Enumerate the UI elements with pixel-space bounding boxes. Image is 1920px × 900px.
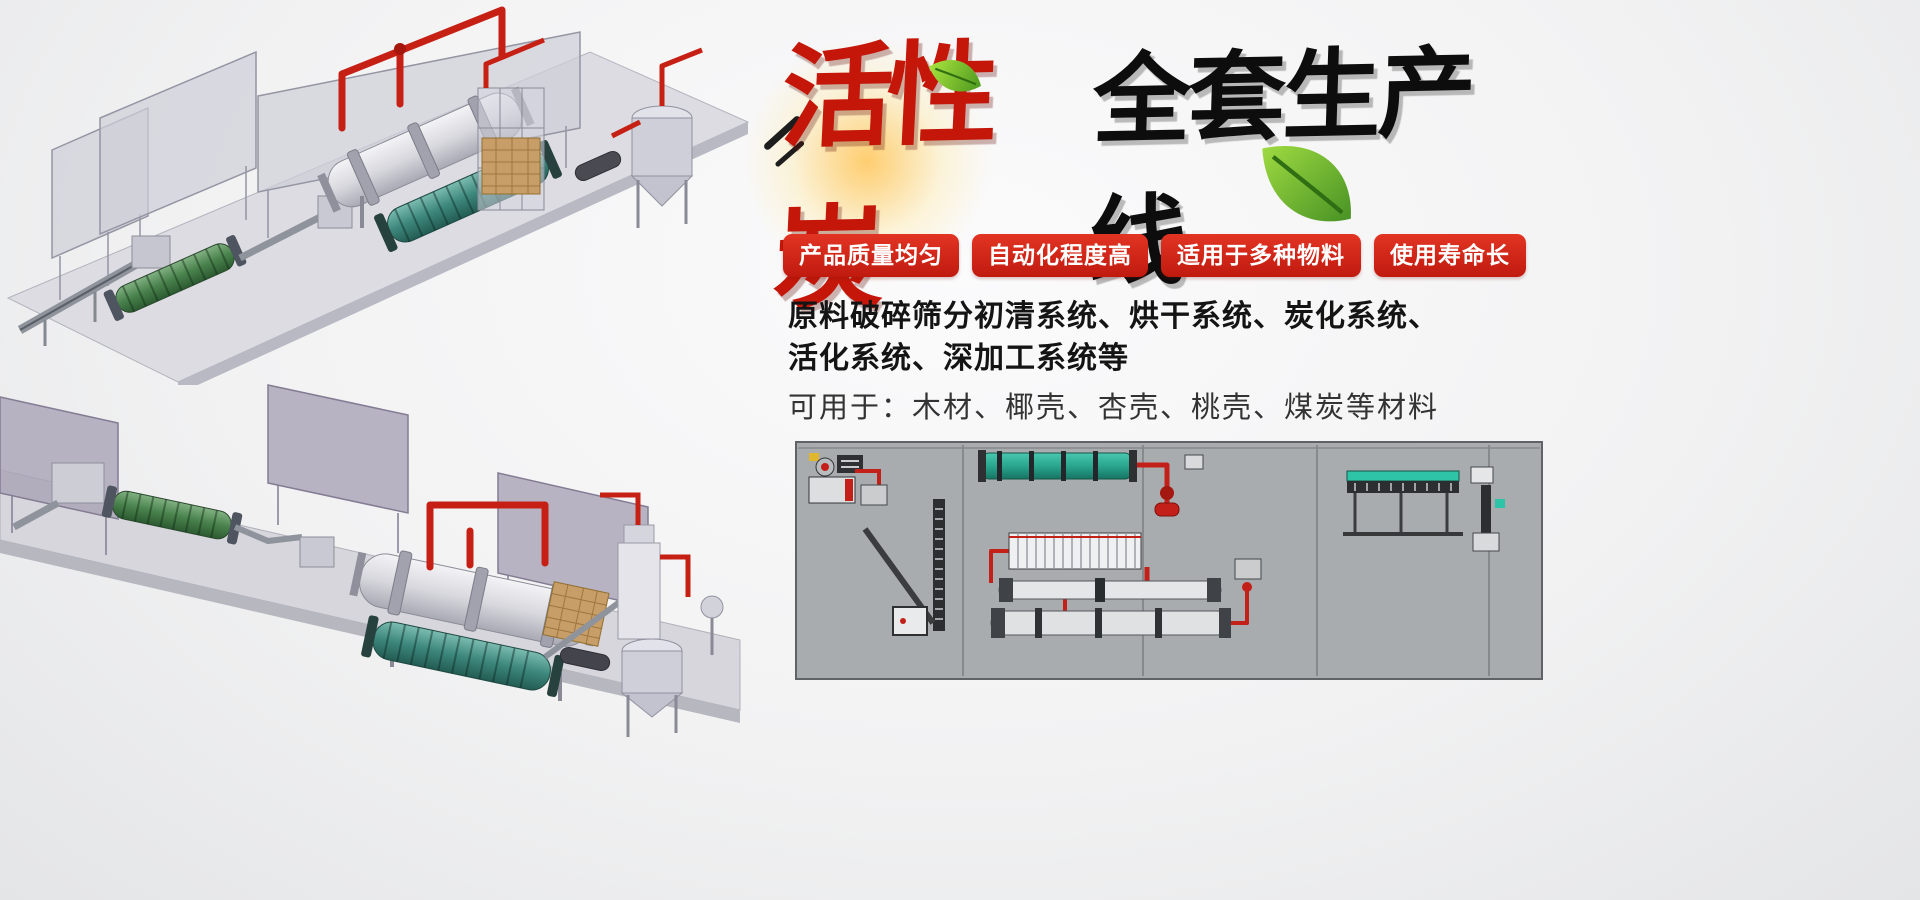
badge-automation-level: 自动化程度高 <box>972 234 1148 277</box>
platform-front-edge <box>178 122 748 385</box>
crusher-hopper <box>131 235 171 269</box>
badge-product-quality: 产品质量均匀 <box>783 234 959 277</box>
badge-service-life: 使用寿命长 <box>1374 234 1526 277</box>
cyclone-vessel-cluster <box>574 47 703 228</box>
side-box <box>1234 558 1262 580</box>
cooling-drum-small <box>574 150 622 182</box>
deep-processing-tower <box>600 492 691 640</box>
leaf-icon-large <box>1262 146 1351 222</box>
transfer-conveyor <box>238 208 332 262</box>
control-box <box>892 606 928 636</box>
dryer-cylinder-teal <box>978 450 1137 482</box>
red-process-pipes <box>426 501 549 571</box>
mid-hopper <box>299 536 335 568</box>
production-line-layout-diagram <box>795 441 1543 680</box>
wall-panels <box>51 31 581 300</box>
feed-hopper <box>51 462 105 504</box>
title-text-red: 活性炭 <box>771 31 995 323</box>
rotary-cylinder-1 <box>998 578 1222 602</box>
banner-title: 活性炭 全套生产线 <box>739 31 1549 323</box>
crusher-station <box>808 453 888 506</box>
packing-conveyor-section <box>1343 466 1505 552</box>
activation-drum-teal <box>361 615 565 697</box>
materials-line: 可用于：木材、椰壳、杏壳、桃壳、煤炭等材料 <box>788 392 1440 424</box>
carbonization-furnace-plates <box>1008 532 1142 570</box>
brick-furnace-panel <box>481 137 541 195</box>
red-process-pipes <box>338 6 506 132</box>
production-line-3d-render-bottom <box>0 384 741 737</box>
production-line-3d-render-top <box>6 6 750 385</box>
systems-line-1: 原料破碎筛分初清系统、烘干系统、炭化系统、 <box>788 300 1439 333</box>
cooling-drum-small <box>559 646 611 672</box>
tower-red-pipe <box>483 37 545 88</box>
screening-drum-green <box>101 485 243 545</box>
pipe-fan <box>1160 486 1174 500</box>
screw-conveyor <box>233 524 303 545</box>
feed-conveyor <box>17 258 143 346</box>
aux-box <box>1184 454 1204 470</box>
rotary-cylinder-2 <box>990 608 1231 638</box>
feed-conveyor <box>12 499 60 531</box>
cyclone-vessel-cluster <box>559 595 724 737</box>
systems-line-2: 活化系统、深加工系统等 <box>788 342 1129 375</box>
badge-material-versatility: 适用于多种物料 <box>1161 234 1361 277</box>
control-box-indicator <box>900 618 906 624</box>
feature-badges: 产品质量均匀 自动化程度高 适用于多种物料 使用寿命长 <box>783 234 1526 277</box>
valve-dot <box>1242 582 1252 592</box>
red-burner-cylinder <box>1154 502 1180 517</box>
description-block: 原料破碎筛分初清系统、烘干系统、炭化系统、 活化系统、深加工系统等 可用于：木材… <box>788 296 1548 428</box>
pipe-valve <box>394 43 406 55</box>
